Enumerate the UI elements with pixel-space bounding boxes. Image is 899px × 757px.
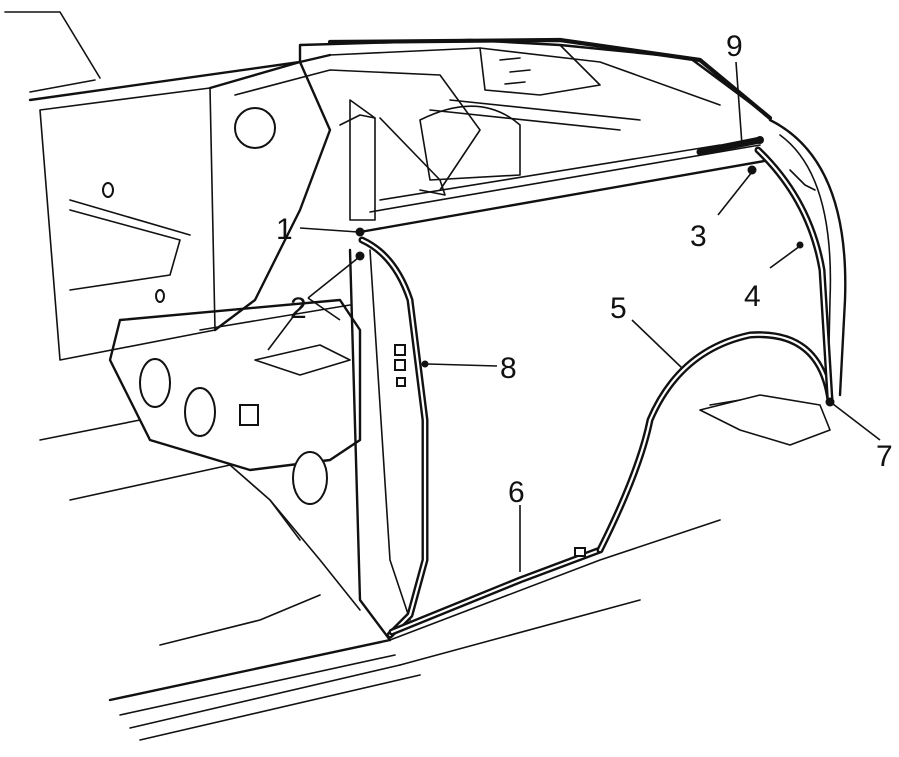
body-shell [4, 11, 847, 741]
callout-9: 9 [726, 30, 743, 63]
callout-labels: 1 2 3 4 5 6 7 8 9 [276, 30, 893, 509]
attachment-points [355, 136, 835, 407]
callout-3: 3 [690, 220, 707, 253]
callout-6: 6 [508, 476, 525, 509]
callout-4: 4 [744, 280, 761, 313]
leader-lines [267, 61, 881, 572]
seal-top-corner [696, 136, 764, 156]
callout-7: 7 [876, 440, 893, 473]
callout-8: 8 [500, 352, 517, 385]
callout-5: 5 [610, 292, 627, 325]
seal-strips [358, 136, 834, 639]
callout-2: 2 [290, 292, 307, 325]
seal-door-pillar [358, 236, 429, 639]
callout-1: 1 [276, 213, 293, 246]
